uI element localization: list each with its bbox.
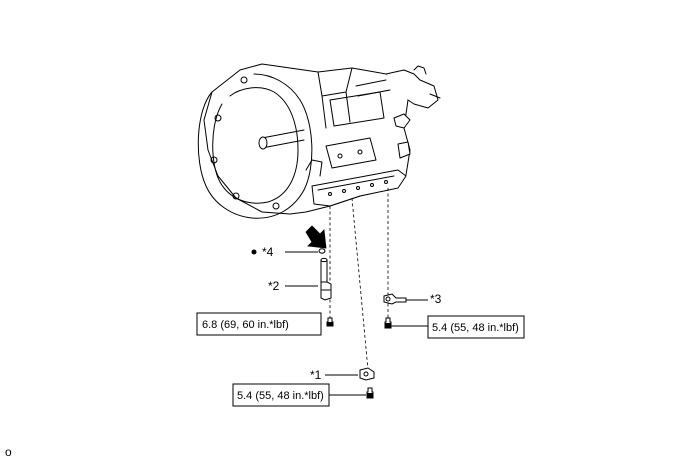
torque-box-bolt-3: [427, 315, 525, 339]
clamp-part: [383, 293, 407, 305]
part-3-group: *3 5.4 (55, 48 in.*lbf): [383, 292, 525, 339]
tube-part: [320, 259, 332, 301]
clamp-part: [359, 367, 375, 381]
guide-line-bolt-1: [351, 197, 369, 371]
o-ring: [318, 248, 326, 254]
corner-label: o: [5, 445, 12, 459]
part-4-group: *4: [251, 225, 327, 259]
part-2-group: *2: [268, 257, 332, 301]
torque-group-bolt-2: 6.8 (69, 60 in.*lbf): [196, 312, 334, 336]
callout-2: *2: [268, 279, 280, 293]
callout-4: *4: [262, 245, 274, 259]
torque-value-bolt-3: 5.4 (55, 48 in.*lbf): [432, 322, 519, 334]
callout-3: *3: [430, 292, 442, 306]
torque-box-bolt-2: [196, 312, 322, 336]
part-1-group: *1 5.4 (55, 48 in.*lbf): [232, 367, 375, 407]
torque-value-bolt-1: 5.4 (55, 48 in.*lbf): [237, 390, 324, 402]
transmission-assembly: [197, 63, 441, 219]
callout-1: *1: [310, 368, 322, 382]
new-part-marker-icon: [251, 249, 257, 255]
torque-value-bolt-2: 6.8 (69, 60 in.*lbf): [202, 319, 289, 331]
arrow-icon: [305, 225, 327, 249]
